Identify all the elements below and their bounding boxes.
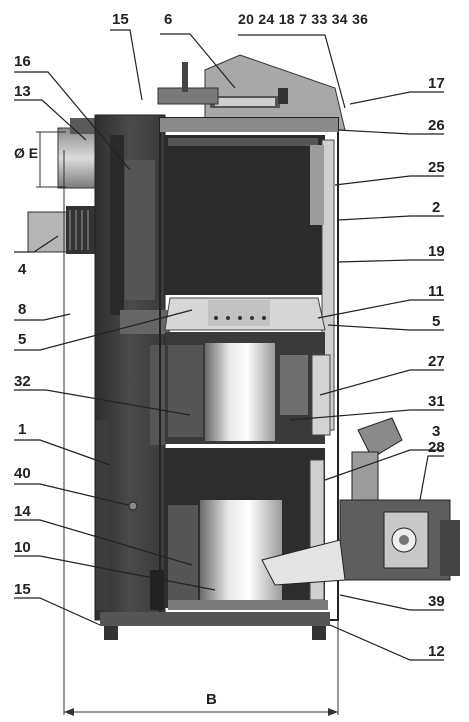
label-diameter-e: Ø E: [14, 145, 39, 161]
label-26: 26: [428, 117, 445, 134]
label-3: 3: [432, 423, 441, 440]
label-12: 12: [428, 643, 445, 660]
label-32: 32: [14, 373, 31, 390]
label-11: 11: [428, 283, 444, 300]
middle-chamber: [165, 332, 331, 444]
label-17: 17: [428, 75, 445, 92]
pellet-burner: [261, 417, 460, 586]
label-5-left: 5: [18, 331, 27, 348]
label-16: 16: [14, 53, 31, 70]
label-25: 25: [428, 159, 445, 176]
label-6: 6: [164, 11, 173, 28]
label-15-bottom: 15: [14, 581, 31, 598]
label-13: 13: [14, 83, 31, 100]
label-40: 40: [14, 465, 31, 482]
label-15-top: 15: [112, 11, 129, 28]
boiler-base: [100, 612, 330, 640]
label-5-right: 5: [432, 313, 441, 330]
air-fan-unit: [27, 206, 102, 254]
label-19: 19: [428, 243, 445, 260]
upper-heat-exchanger: [165, 135, 335, 431]
label-10: 10: [14, 539, 31, 556]
label-28: 28: [428, 439, 445, 456]
label-31: 31: [428, 393, 445, 410]
leader-lines: [14, 29, 444, 661]
label-39: 39: [428, 593, 445, 610]
top-controller-cover: [157, 54, 346, 131]
label-1: 1: [18, 421, 27, 438]
lower-combustion-chamber: [165, 448, 328, 610]
label-2: 2: [432, 199, 441, 216]
label-4: 4: [18, 261, 27, 278]
boiler-left-wall: [94, 114, 170, 621]
label-top-row: 20 24 18 7 33 34 36: [238, 11, 369, 27]
dimension-b: [63, 150, 339, 716]
dimension-diameter-e: [36, 131, 66, 188]
turbulator-row: [164, 297, 326, 331]
label-14: 14: [14, 503, 31, 520]
label-27: 27: [428, 353, 445, 370]
label-8: 8: [18, 301, 27, 318]
label-dimension-b: B: [206, 691, 217, 708]
